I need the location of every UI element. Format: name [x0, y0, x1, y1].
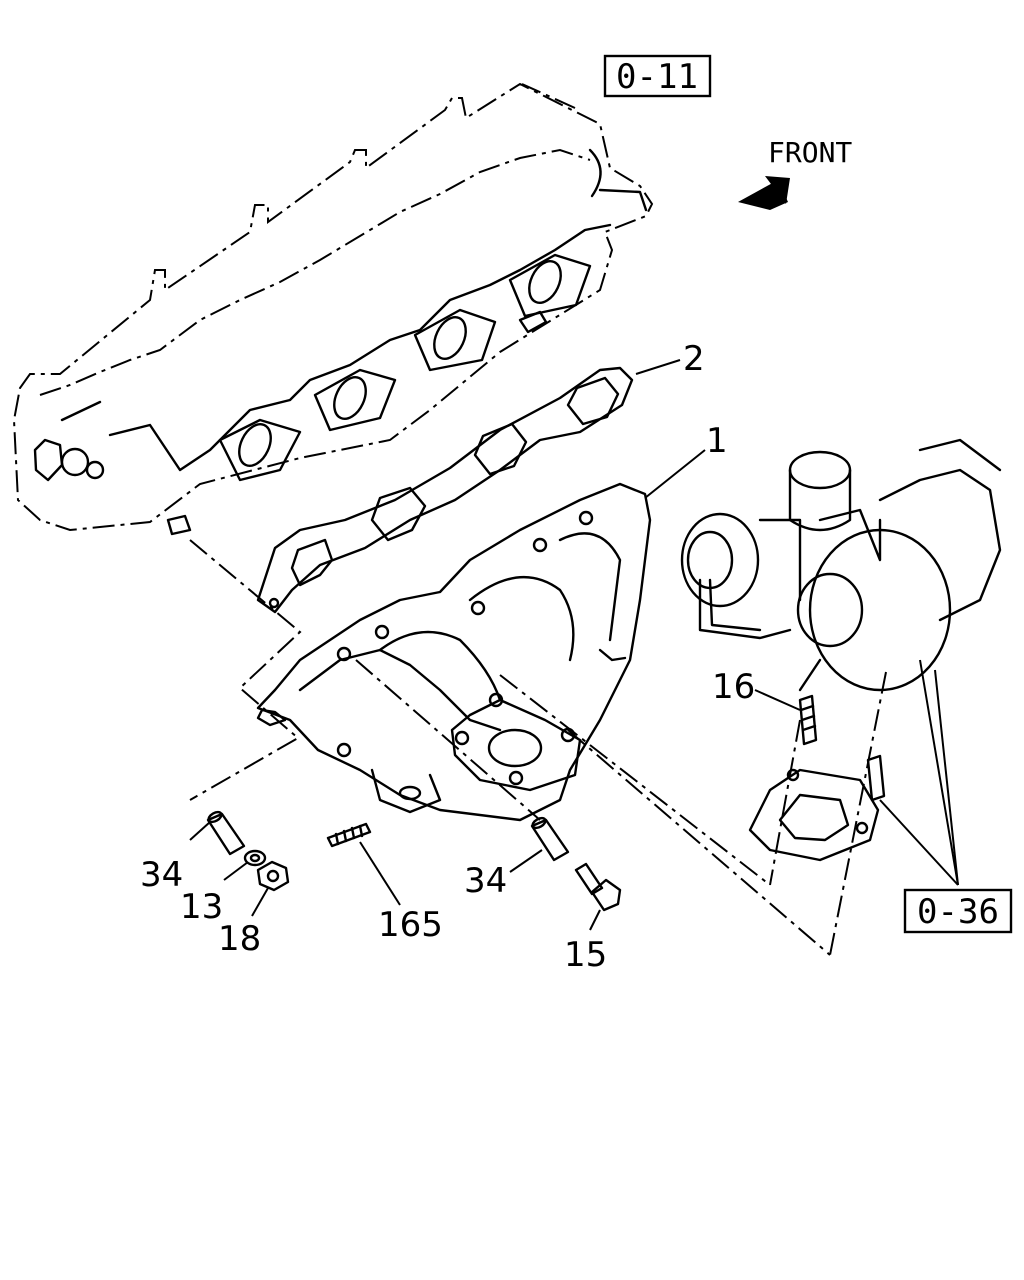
leader-lines	[189, 83, 959, 956]
cylinder-head-outline	[12, 82, 654, 536]
reference-box-bottom: 0-36	[903, 888, 1013, 934]
callout-part-34-left: 34	[140, 855, 183, 895]
front-arrow-head	[765, 176, 790, 204]
callout-part-2: 2	[683, 339, 705, 379]
callout-part-15: 15	[564, 935, 607, 975]
part-165-stud	[326, 822, 372, 848]
exhaust-manifold-gasket	[256, 366, 634, 614]
part-16-stud	[798, 694, 818, 746]
reference-top-text: 0-11	[616, 57, 698, 97]
part-13-washer	[243, 849, 267, 867]
part-34-right-sleeve	[530, 816, 570, 862]
front-label: FRONT	[768, 136, 852, 169]
turbocharger	[680, 438, 1002, 862]
part-34-left-sleeve	[206, 810, 246, 856]
reference-bottom-text: 0-36	[917, 892, 999, 932]
exhaust-manifold	[256, 482, 652, 822]
callout-part-34-right: 34	[464, 861, 507, 901]
part-18-nut	[256, 860, 290, 892]
callout-part-165: 165	[378, 905, 443, 945]
callout-part-18: 18	[218, 919, 261, 959]
callout-part-16: 16	[712, 667, 755, 707]
reference-box-top: 0-11	[603, 54, 712, 98]
part-16-stud-2	[866, 754, 886, 802]
callout-part-13: 13	[180, 887, 223, 927]
callout-part-1: 1	[706, 421, 728, 461]
part-15-bolt	[574, 862, 622, 912]
